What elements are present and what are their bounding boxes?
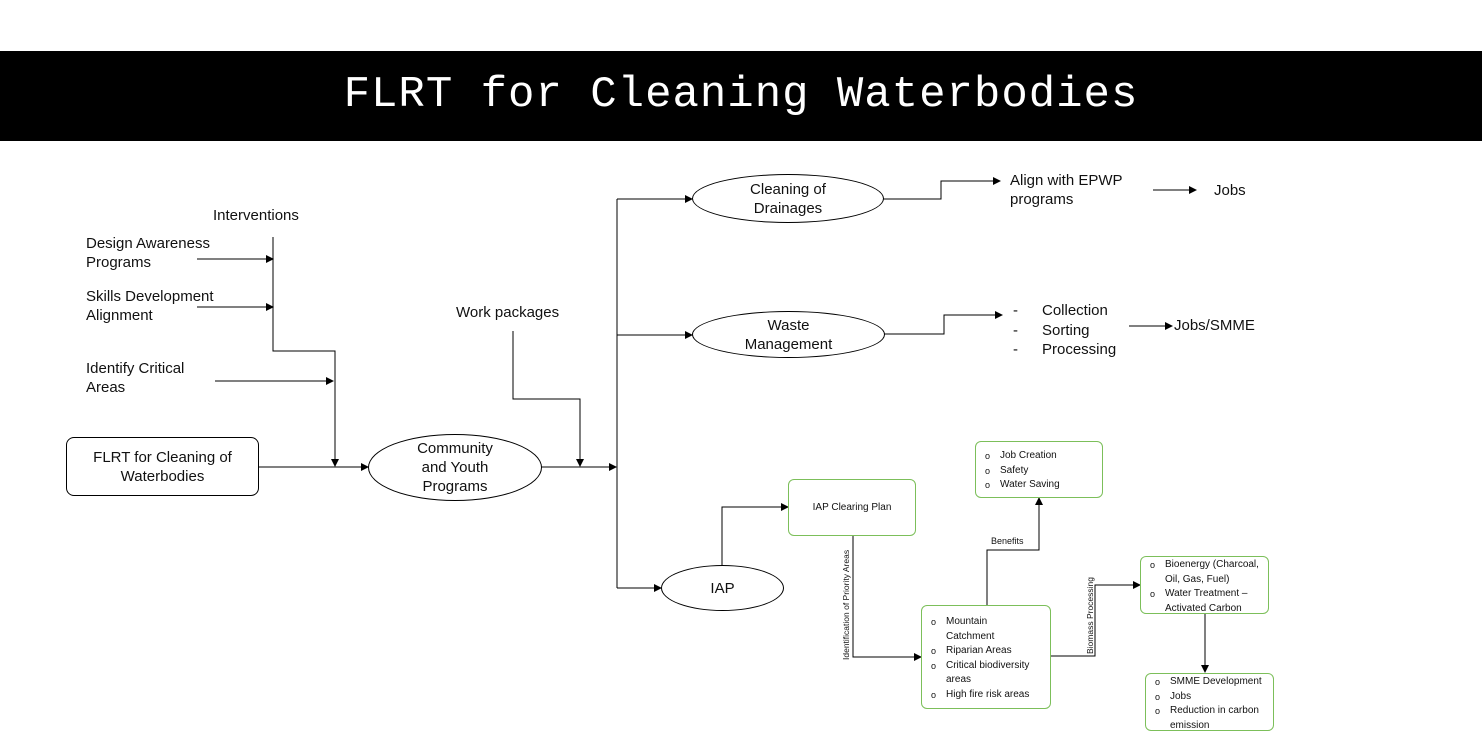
identify-critical-text: Identify Critical Areas xyxy=(86,360,185,396)
design-awareness-text: Design Awareness Programs xyxy=(86,235,210,271)
work-packages-label: Work packages xyxy=(456,304,560,321)
flrt-box: FLRT for Cleaning of Waterbodies xyxy=(66,437,259,496)
benefits-label: Benefits xyxy=(991,536,1024,546)
waste-ellipse: Waste Management xyxy=(692,311,885,358)
page-title: FLRT for Cleaning Waterbodies xyxy=(343,70,1139,120)
iap-label: IAP xyxy=(710,579,735,597)
priority-area-item: Critical biodiversity areas xyxy=(922,659,1036,688)
drainage-label: Cleaning of Drainages xyxy=(750,180,826,217)
benefit-item: Job Creation xyxy=(976,449,1102,464)
biomass-label: Biomass Processing xyxy=(1085,576,1095,654)
iap-clearing-plan-label: IAP Clearing Plan xyxy=(812,502,892,513)
outcome-item: Jobs xyxy=(1146,690,1273,705)
priority-area-item: Mountain Catchment xyxy=(922,615,1026,644)
waste-result-text: Jobs/SMME xyxy=(1174,317,1255,334)
priority-area-item: Riparian Areas xyxy=(922,644,1050,659)
iap-ellipse: IAP xyxy=(661,565,784,611)
interventions-label: Interventions xyxy=(213,207,299,224)
priority-area-item: High fire risk areas xyxy=(922,688,1050,703)
identification-label: Identification of Priority Areas xyxy=(841,549,851,660)
waste-item: -Collection xyxy=(1013,302,1108,319)
outcome-item: Reduction in carbon emission xyxy=(1146,704,1264,733)
outcomes-box: SMME Development Jobs Reduction in carbo… xyxy=(1145,673,1274,731)
align-epwp-text: Align with EPWP programs xyxy=(1010,172,1123,208)
drainage-jobs-text: Jobs xyxy=(1214,182,1246,199)
benefit-item: Safety xyxy=(976,464,1102,479)
skills-development-text: Skills Development Alignment xyxy=(86,288,214,324)
product-item: Bioenergy (Charcoal, Oil, Gas, Fuel) xyxy=(1141,558,1261,587)
outcome-item: SMME Development xyxy=(1146,675,1273,690)
title-bar: FLRT for Cleaning Waterbodies xyxy=(0,51,1482,141)
waste-label: Waste Management xyxy=(744,316,833,353)
waste-item: -Sorting xyxy=(1013,321,1090,339)
flrt-box-label: FLRT for Cleaning of Waterbodies xyxy=(93,448,232,485)
benefits-box: Job Creation Safety Water Saving xyxy=(975,441,1103,498)
products-box: Bioenergy (Charcoal, Oil, Gas, Fuel) Wat… xyxy=(1140,556,1269,614)
community-ellipse: Community and Youth Programs xyxy=(368,434,542,501)
drainage-ellipse: Cleaning of Drainages xyxy=(692,174,884,223)
waste-item: -Processing xyxy=(1013,341,1117,358)
community-label: Community and Youth Programs xyxy=(417,440,493,495)
product-item: Water Treatment – Activated Carbon xyxy=(1141,587,1265,616)
benefit-item: Water Saving xyxy=(976,478,1102,493)
waste-items-list: -Collection -Sorting -Processing xyxy=(1013,301,1116,360)
iap-clearing-plan-box: IAP Clearing Plan xyxy=(788,479,916,536)
priority-areas-box: Mountain Catchment Riparian Areas Critic… xyxy=(921,605,1051,709)
